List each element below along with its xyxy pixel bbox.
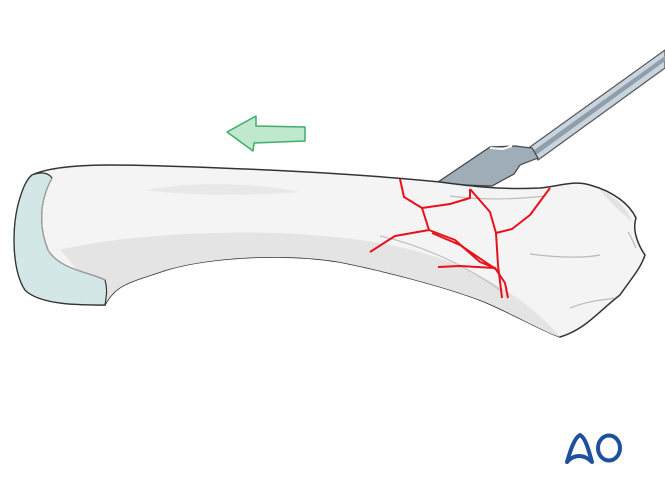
bone	[13, 164, 646, 338]
ao-logo: AO	[564, 432, 624, 464]
direction-arrow-left-icon	[226, 115, 306, 152]
osteotome-instrument	[433, 49, 665, 187]
ao-logo-icon	[565, 433, 622, 464]
fracture-lines	[369, 178, 551, 299]
